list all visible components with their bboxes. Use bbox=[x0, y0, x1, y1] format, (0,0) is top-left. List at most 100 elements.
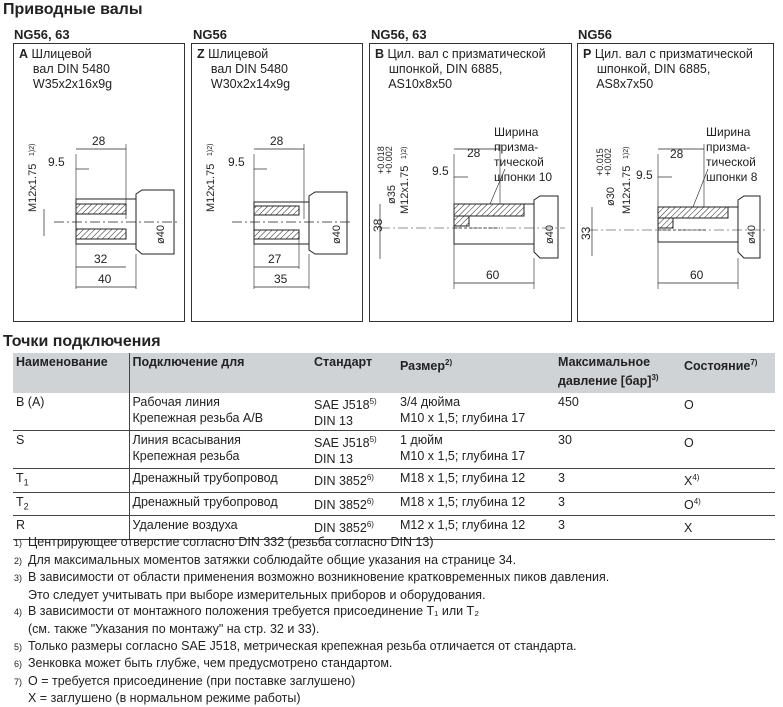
dim-p-m12-sup: 1)2) bbox=[623, 147, 630, 159]
table-header-row: Наименование Подключение для Стандарт Ра… bbox=[13, 353, 775, 393]
footnote-line: 5)Только размеры согласно SAE J518, метр… bbox=[14, 638, 577, 653]
dim-b-tol-up: +0.018 bbox=[376, 146, 386, 174]
dim-z-d40: ø40 bbox=[331, 225, 343, 244]
th-state: Состояние7) bbox=[681, 353, 775, 393]
dim-b-28: 28 bbox=[467, 146, 481, 160]
key-label-p-1: Ширина bbox=[706, 125, 751, 139]
cell-std: DIN 38526) bbox=[311, 515, 397, 540]
dim-p-28: 28 bbox=[670, 147, 684, 161]
cell-pmax: 450 bbox=[555, 393, 681, 432]
th-std: Стандарт bbox=[311, 353, 397, 393]
footnote-line: 6)Зенковка может быть глубже, чем предус… bbox=[14, 656, 393, 671]
dim-z-27: 27 bbox=[268, 252, 282, 266]
key-label-b-2: призма- bbox=[494, 140, 538, 154]
dim-b-m12: M12x1.75 bbox=[399, 166, 411, 214]
cell-state: X4) bbox=[681, 468, 775, 493]
dim-b-9-5: 9.5 bbox=[432, 164, 449, 178]
dim-a-d40: ø40 bbox=[155, 225, 167, 244]
footnote-line: Это следует учитывать при выборе измерит… bbox=[28, 587, 486, 602]
cell-state: X bbox=[681, 515, 775, 540]
ng-label-z: NG56 bbox=[193, 27, 227, 42]
dim-b-m12-sup: 1)2) bbox=[401, 147, 408, 159]
panel-b-caption: B Цил. вал с призматической шпонкой, DIN… bbox=[375, 47, 546, 91]
th-name: Наименование bbox=[13, 353, 130, 393]
dim-z-35: 35 bbox=[274, 272, 288, 286]
panel-a-caption: A Шлицевой вал DIN 5480 W35x2x16x9g bbox=[19, 47, 113, 91]
connections-title: Точки подключения bbox=[3, 333, 161, 350]
dim-z-m12-sup: 1)2) bbox=[207, 144, 214, 156]
dim-a-m12: M12x1.75 bbox=[27, 164, 39, 212]
dim-a-m12-sup: 1)2) bbox=[29, 144, 36, 156]
footnote-line: (см. также "Указания по монтажу" на стр.… bbox=[28, 621, 320, 636]
cell-for: Удаление воздуха bbox=[129, 515, 311, 540]
dim-z-9-5: 9.5 bbox=[228, 155, 245, 169]
cell-std: SAE J5185)DIN 13 bbox=[311, 393, 397, 432]
cell-std: DIN 38526) bbox=[311, 492, 397, 517]
cell-size: M18 x 1,5; глубина 12 bbox=[397, 492, 555, 517]
connections-table: Наименование Подключение для Стандарт Ра… bbox=[13, 353, 775, 540]
dim-a-9-5: 9.5 bbox=[48, 155, 65, 169]
key-label-b-3: тической bbox=[494, 155, 544, 169]
shaft-panel-b: B Цил. вал с призматической шпонкой, DIN… bbox=[369, 43, 572, 322]
th-size: Размер2) bbox=[397, 353, 555, 393]
cell-pmax: 3 bbox=[555, 515, 681, 540]
cell-pmax: 3 bbox=[555, 468, 681, 493]
cell-name: T1 bbox=[13, 468, 130, 493]
footnote-line: 1)Центрирующее отверстие согласно DIN 33… bbox=[14, 535, 434, 549]
cell-pmax: 30 bbox=[555, 430, 681, 470]
cell-pmax: 3 bbox=[555, 492, 681, 517]
cell-name: B (A) bbox=[13, 393, 130, 432]
shaft-drawing-b: 28 9.5 M12x1.75 1)2) ø35 +0.018 +0.002 ø… bbox=[371, 125, 565, 289]
panel-p-caption: P Цил. вал с призматической шпонкой, DIN… bbox=[583, 47, 753, 91]
dim-b-d40: ø40 bbox=[544, 225, 556, 244]
cell-size: M12 x 1,5; глубина 12 bbox=[397, 515, 555, 540]
dim-p-m12: M12x1.75 bbox=[621, 166, 633, 214]
dim-b-60: 60 bbox=[486, 268, 500, 282]
cell-size: M18 x 1,5; глубина 12 bbox=[397, 468, 555, 493]
dim-a-28: 28 bbox=[92, 134, 106, 148]
footnote-line: 2)Для максимальных моментов затяжки собл… bbox=[14, 552, 517, 567]
dim-p-tol-up: +0.015 bbox=[595, 148, 605, 176]
ng-label-b: NG56, 63 bbox=[371, 27, 427, 42]
key-label-p-3: тической bbox=[706, 155, 756, 169]
dim-a-40: 40 bbox=[98, 272, 112, 286]
shaft-drawing-a: 28 9.5 M12x1.75 1)2) ø40 32 40 bbox=[27, 134, 179, 289]
footnote-line: X = заглушено (в нормальном режиме работ… bbox=[28, 691, 301, 706]
ng-label-a: NG56, 63 bbox=[14, 27, 70, 42]
dim-p-9-5: 9.5 bbox=[636, 168, 653, 182]
cell-std: DIN 38526) bbox=[311, 468, 397, 493]
cell-name: T2 bbox=[13, 492, 130, 517]
shaft-panel-p: P Цил. вал с призматической шпонкой, DIN… bbox=[577, 43, 774, 322]
cell-state: O bbox=[681, 430, 775, 470]
footnotes: 1)Центрирующее отверстие согласно DIN 33… bbox=[14, 534, 609, 707]
cell-for: Дренажный трубопровод bbox=[129, 468, 311, 493]
dim-p-60: 60 bbox=[690, 268, 704, 282]
footnote-line: 4)В зависимости от монтажного положения … bbox=[14, 604, 480, 619]
key-label-b-1: Ширина bbox=[494, 125, 539, 139]
cell-state: O bbox=[681, 393, 775, 432]
footnote-line: 7)O = требуется присоединение (при поста… bbox=[14, 673, 356, 688]
key-label-b-4: шпонки 10 bbox=[494, 170, 552, 184]
shaft-panel-a: A Шлицевой вал DIN 5480 W35x2x16x9g 28 9… bbox=[13, 43, 185, 322]
footnote-line: 3)В зависимости от области применения во… bbox=[14, 570, 610, 585]
dim-b-tol-dn: +0.002 bbox=[384, 146, 394, 174]
shaft-panel-z: Z Шлицевой вал DIN 5480 W30x2x14x9g 28 9… bbox=[191, 43, 363, 322]
dim-a-32: 32 bbox=[94, 252, 108, 266]
cell-name: R bbox=[13, 515, 130, 540]
dim-z-m12: M12x1.75 bbox=[205, 164, 217, 212]
key-label-p-2: призма- bbox=[706, 140, 750, 154]
dim-b-38: 38 bbox=[371, 218, 385, 232]
section-title: Приводные валы bbox=[3, 1, 143, 18]
dim-b-d35: ø35 bbox=[386, 185, 398, 204]
dim-p-33: 33 bbox=[579, 226, 593, 240]
shaft-drawing-z: 28 9.5 M12x1.75 1)2) ø40 27 35 bbox=[205, 134, 352, 289]
